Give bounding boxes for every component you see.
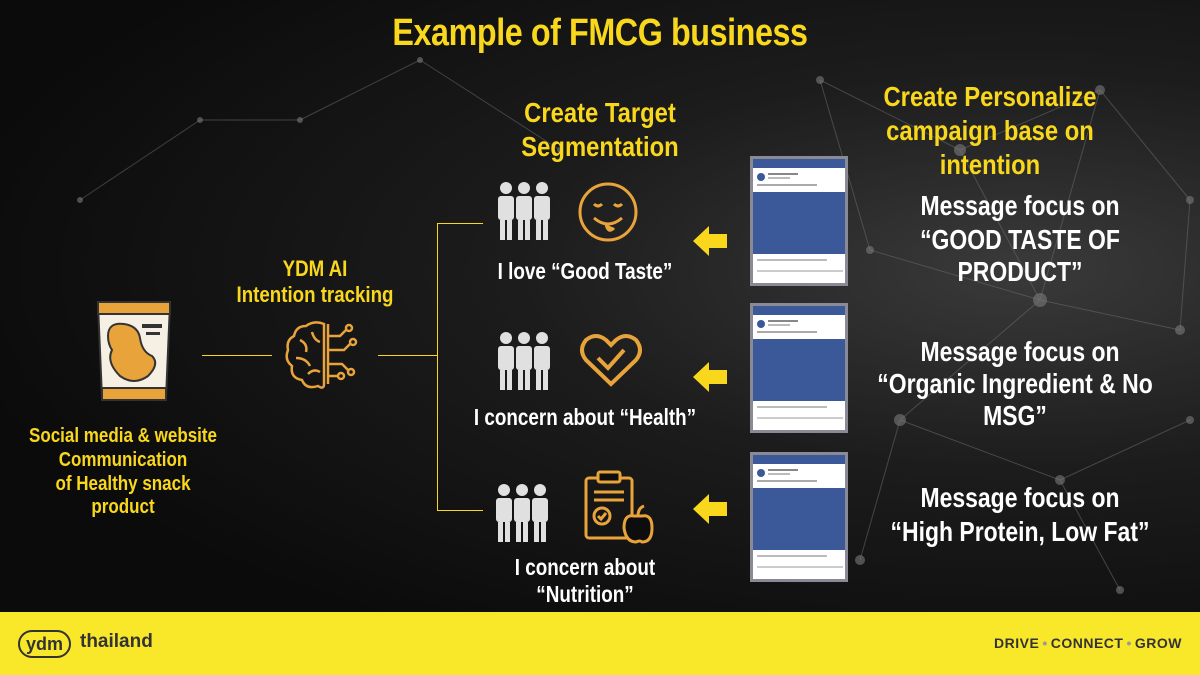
tree-vertical <box>437 223 438 511</box>
connector-ai-tree <box>378 355 438 356</box>
source-line1: Social media & website <box>28 425 218 447</box>
people-group-icon <box>496 484 548 542</box>
campaign-header-line1: Create Personalize <box>883 81 1097 112</box>
heart-check-icon <box>580 334 642 387</box>
tree-branch-1 <box>437 223 483 224</box>
people-group-icon <box>498 182 550 240</box>
segment-label: I love “Good Taste” <box>497 258 673 284</box>
left-arrow-icon <box>693 494 727 524</box>
ai-label-line1: YDM AI <box>282 256 348 281</box>
message-line2: “GOOD TASTE OF PRODUCT” <box>920 224 1120 287</box>
tasty-face-icon <box>578 182 638 242</box>
ydm-logo: ydm <box>18 630 72 658</box>
message-line1: Message focus on <box>920 190 1120 221</box>
source-line2: Communication <box>58 449 188 471</box>
slide-title: Example of FMCG business <box>392 12 808 54</box>
message-line2: “High Protein, Low Fat” <box>890 516 1150 547</box>
campaign-header-line2: campaign base on intention <box>886 115 1094 180</box>
message-line2: “Organic Ingredient & No MSG” <box>877 368 1153 431</box>
tree-branch-3 <box>437 510 483 511</box>
brain-circuit-icon <box>285 321 358 389</box>
ai-label-line2: Intention tracking <box>236 282 394 307</box>
segment-label: I concern about “Health” <box>473 404 697 430</box>
facebook-post-mockup <box>750 452 848 582</box>
network-background <box>77 57 1194 594</box>
logo-suffix: thailand <box>80 631 153 652</box>
left-arrow-icon <box>693 226 727 256</box>
message-line1: Message focus on <box>920 482 1120 513</box>
facebook-post-mockup <box>750 303 848 433</box>
segmentation-header: Create Target Segmentation <box>521 97 679 162</box>
segment-label: I concern about “Nutrition” <box>514 554 656 607</box>
tagline: DRIVE•CONNECT•GROW <box>994 635 1182 651</box>
tagline-connect: CONNECT <box>1050 635 1124 651</box>
footer-bar <box>0 612 1200 675</box>
clipboard-apple-icon <box>584 470 654 544</box>
facebook-post-mockup <box>750 156 848 286</box>
connector-source-ai <box>202 355 272 356</box>
snack-bag-icon <box>96 301 172 401</box>
people-group-icon <box>498 332 550 390</box>
tagline-drive: DRIVE <box>994 635 1040 651</box>
message-line1: Message focus on <box>920 336 1120 367</box>
source-line3: of Healthy snack product <box>55 473 191 518</box>
left-arrow-icon <box>693 362 727 392</box>
tagline-grow: GROW <box>1134 635 1182 651</box>
